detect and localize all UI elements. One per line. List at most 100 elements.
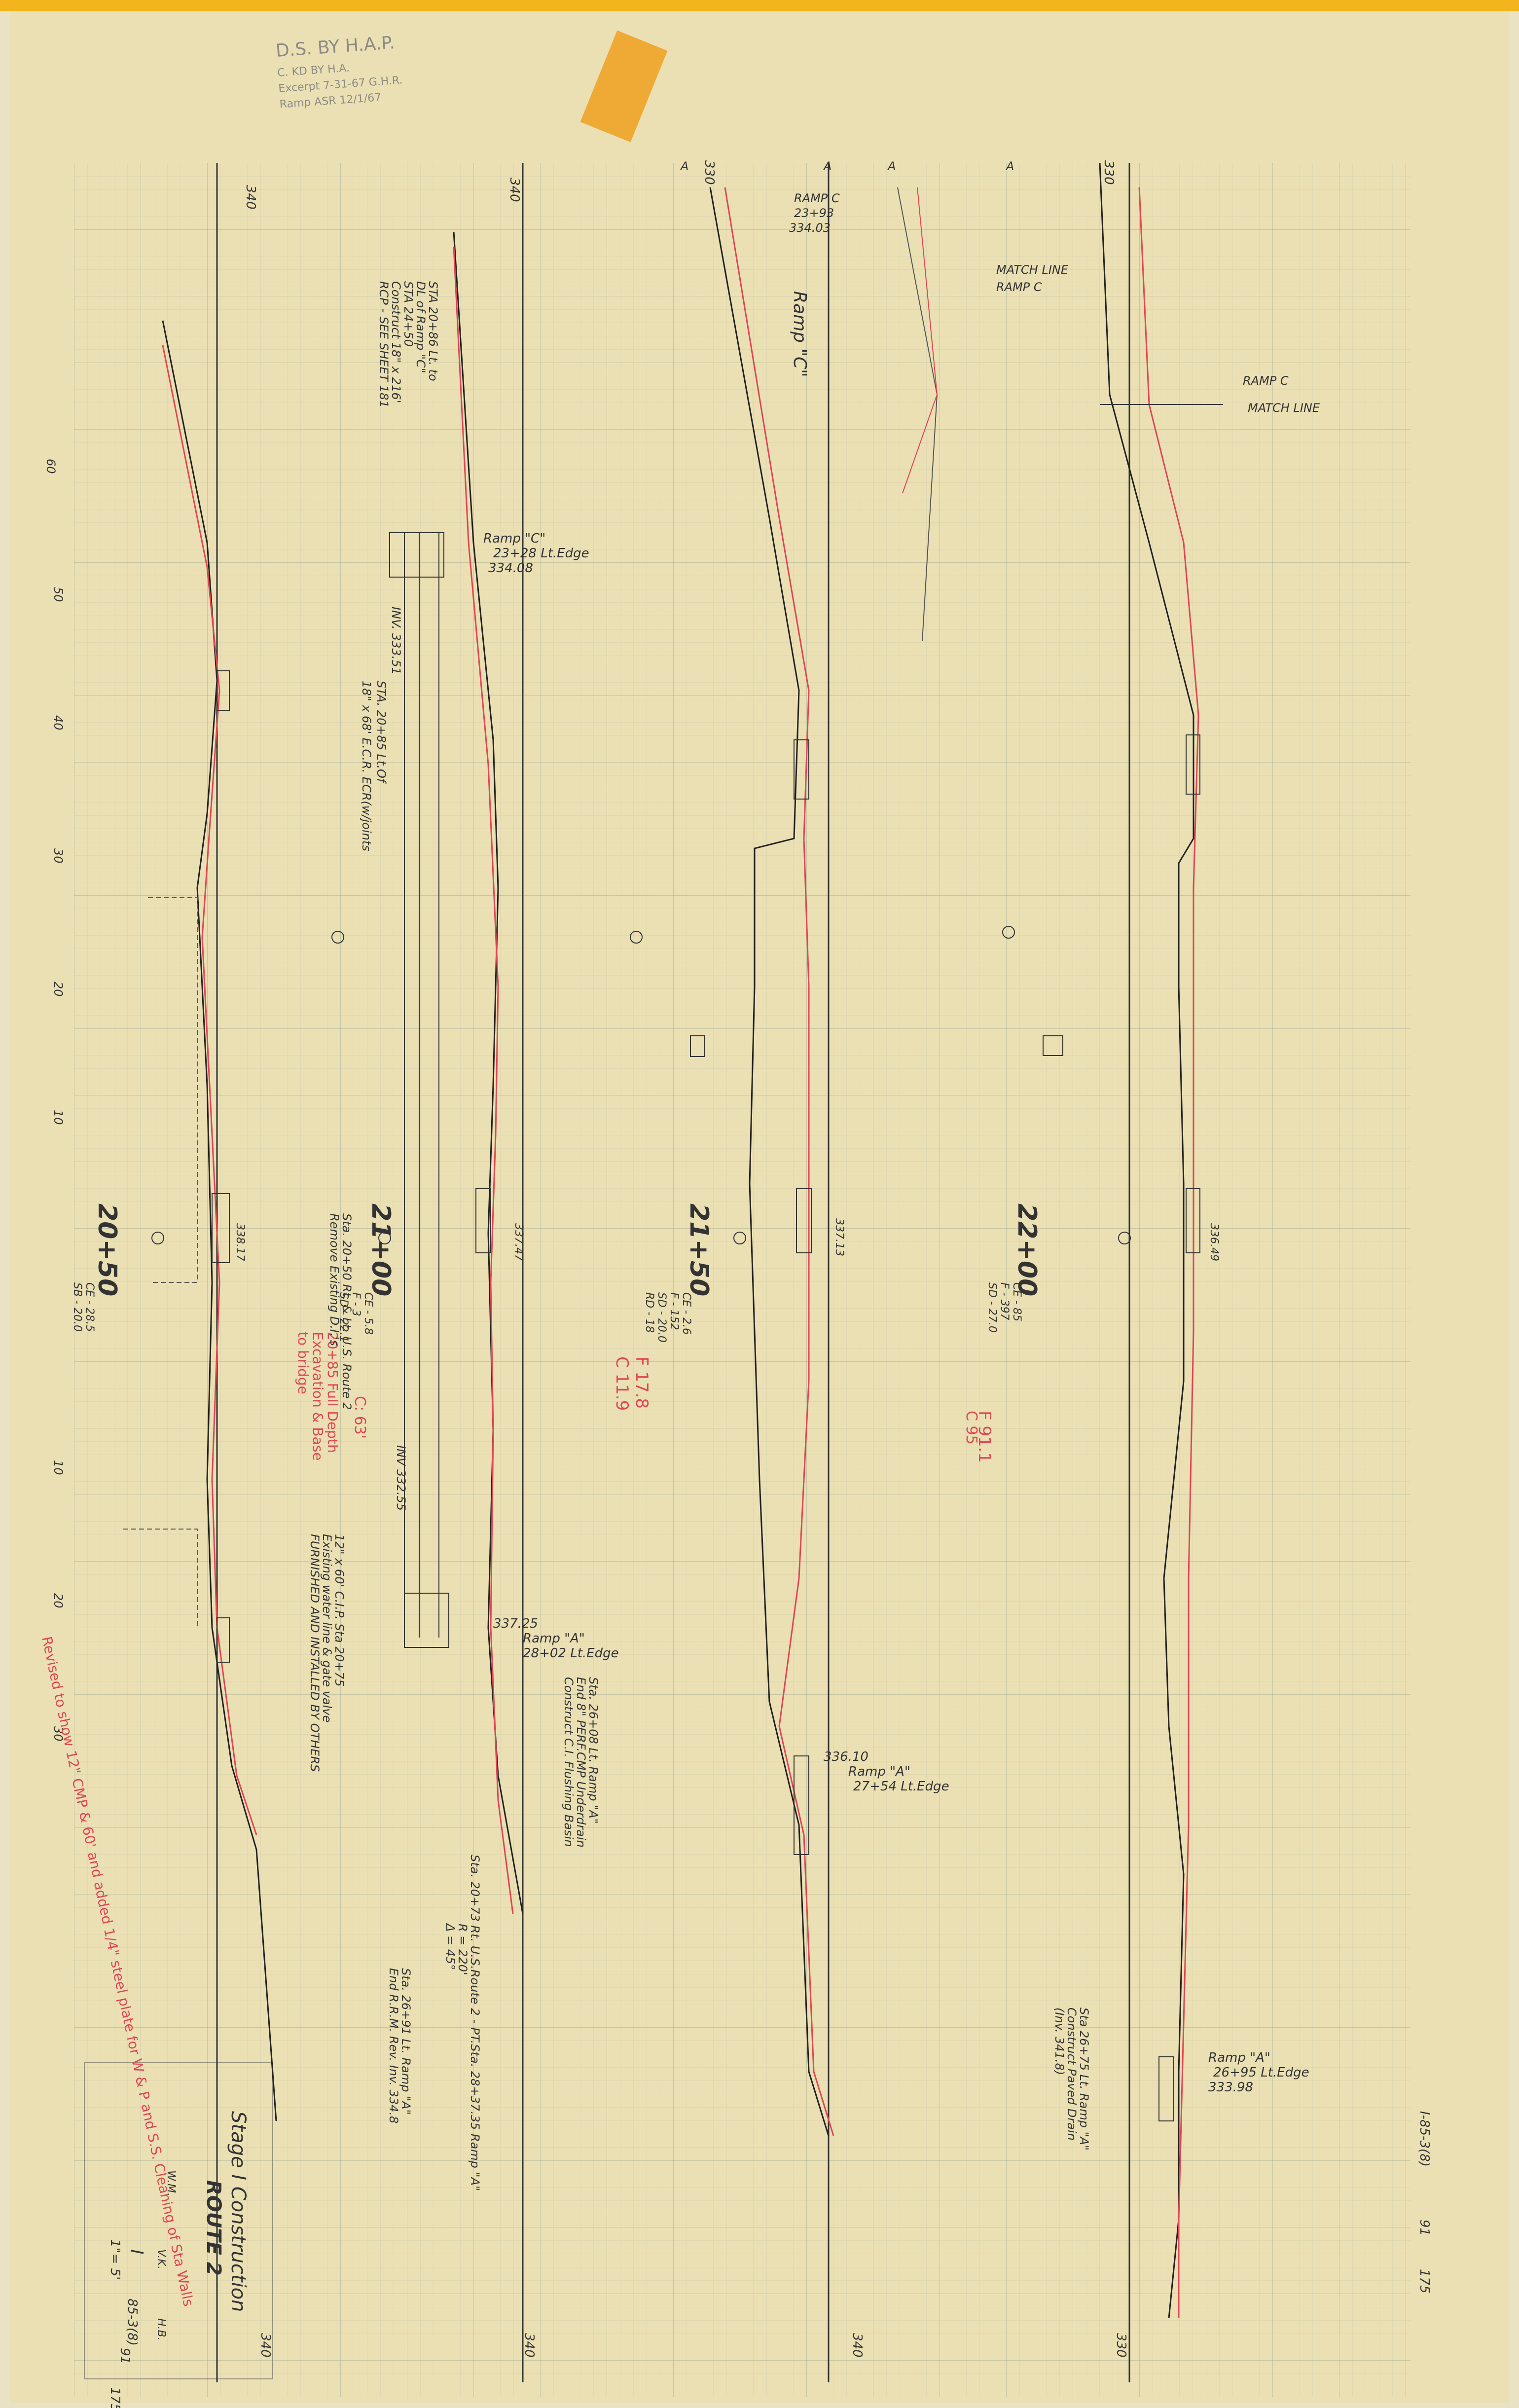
- svg-text:330: 330: [1114, 2333, 1128, 2358]
- svg-text:340: 340: [850, 2333, 865, 2358]
- svg-text:Existing water line & gate val: Existing water line & gate valve: [320, 1534, 334, 1722]
- svg-text:336.10: 336.10: [824, 1750, 868, 1764]
- svg-text:F - 3: F - 3: [350, 1292, 362, 1316]
- svg-text:STA. 20+85 Lt.Of: STA. 20+85 Lt.Of: [374, 681, 388, 784]
- svg-text:Sta. 20+50 Rt. & Lt. U.S. Rout: Sta. 20+50 Rt. & Lt. U.S. Route 2: [340, 1213, 354, 1410]
- svg-text:RAMP C: RAMP C: [1243, 374, 1289, 388]
- svg-text:SD - 27.0: SD - 27.0: [986, 1282, 998, 1333]
- svg-text:FURNISHED AND INSTALLED BY OTH: FURNISHED AND INSTALLED BY OTHERS: [308, 1534, 322, 1772]
- svg-text:50: 50: [51, 587, 65, 602]
- svg-text:60: 60: [44, 459, 58, 474]
- svg-text:Ramp "A": Ramp "A": [1208, 2050, 1270, 2065]
- svg-text:STA 24+50: STA 24+50: [401, 281, 415, 347]
- title-block-text: Stage I Construction ROUTE 2 1"= 5' I 85…: [108, 2111, 250, 2408]
- svg-text:Sta. 26+91 Lt. Ramp "A": Sta. 26+91 Lt. Ramp "A": [399, 1968, 413, 2115]
- svg-text:CE - 85: CE - 85: [1011, 1282, 1023, 1321]
- svg-text:Ramp "C": Ramp "C": [483, 531, 545, 546]
- svg-text:Sta. 20+73 Rt. U.S.Route 2 - P: Sta. 20+73 Rt. U.S.Route 2 - PT.Sta. 28+…: [468, 1855, 482, 2191]
- svg-text:175: 175: [108, 2387, 122, 2408]
- svg-text:Δ = 45°: Δ = 45°: [443, 1923, 457, 1970]
- svg-text:F 91.1: F 91.1: [975, 1411, 994, 1463]
- svg-text:RAMP C: RAMP C: [794, 191, 840, 205]
- panel-1-profile: [123, 320, 277, 2121]
- header-stamp: D.S. BY H.A.P. C. KD BY H.A. Excerpt 7-3…: [275, 33, 403, 111]
- svg-text:Ramp "A": Ramp "A": [848, 1764, 910, 1779]
- svg-text:INV. 333.51: INV. 333.51: [389, 607, 403, 675]
- elevation-labels: 340 340 330 330 340 340 340 330: [243, 160, 1128, 2358]
- graph-grid: [74, 163, 1410, 2397]
- offset-ticks: 60 50 40 30 20 10 10 20 30: [44, 459, 65, 1742]
- svg-text:DL of Ramp "C": DL of Ramp "C": [414, 281, 428, 373]
- svg-text:338.17: 338.17: [234, 1223, 246, 1261]
- panel-3-profile: [630, 187, 938, 2136]
- svg-text:INV 332.55: INV 332.55: [394, 1445, 408, 1511]
- svg-text:RAMP C: RAMP C: [996, 280, 1042, 294]
- svg-text:12" x 60' C.I.P. Sta 20+75: 12" x 60' C.I.P. Sta 20+75: [332, 1534, 346, 1687]
- svg-text:Construct C.I. Flushing Basin: Construct C.I. Flushing Basin: [562, 1677, 576, 1847]
- svg-text:20+85 Full Depth: 20+85 Full Depth: [325, 1332, 341, 1453]
- svg-text:End 8" PERF.CMP Underdrain: End 8" PERF.CMP Underdrain: [574, 1677, 588, 1848]
- svg-text:C 11.9: C 11.9: [612, 1356, 632, 1411]
- svg-text:333.98: 333.98: [1208, 2080, 1253, 2095]
- red-margin-note: Revised to show 12" CMP & 60' and added …: [38, 1635, 197, 2308]
- svg-text:10: 10: [51, 1460, 65, 1475]
- svg-text:330: 330: [1101, 160, 1116, 185]
- svg-text:Stage I Construction: Stage I Construction: [227, 2111, 250, 2312]
- section-marks: A A A A RAMP C 23+93 334.03 MATCH LINE R…: [680, 159, 1320, 415]
- svg-text:340: 340: [522, 2333, 537, 2358]
- svg-text:28+02 Lt.Edge: 28+02 Lt.Edge: [523, 1646, 619, 1661]
- svg-text:CE - 5.8: CE - 5.8: [362, 1292, 374, 1335]
- svg-text:D.S. BY H.A.P.: D.S. BY H.A.P.: [275, 33, 396, 61]
- svg-text:SB - 20.0: SB - 20.0: [71, 1282, 83, 1332]
- station-data: CE - 28.5 SB - 20.0 338.17 CE - 5.8 F - …: [71, 1218, 1220, 1463]
- svg-text:MATCH LINE: MATCH LINE: [1248, 401, 1320, 415]
- svg-text:40: 40: [51, 715, 65, 730]
- svg-text:V.K.: V.K.: [155, 2249, 167, 2269]
- svg-text:337.13: 337.13: [833, 1218, 845, 1256]
- svg-text:334.08: 334.08: [488, 561, 533, 576]
- svg-text:Construct 18" x 216': Construct 18" x 216': [389, 281, 403, 403]
- svg-text:20+50: 20+50: [92, 1204, 122, 1296]
- svg-text:21+00: 21+00: [366, 1204, 396, 1296]
- svg-text:W.M.: W.M.: [165, 2170, 177, 2196]
- svg-text:26+95 Lt.Edge: 26+95 Lt.Edge: [1213, 2065, 1309, 2080]
- right-edge-reference: I-85-3(8) 91 175: [1417, 2111, 1432, 2294]
- svg-text:ROUTE 2: ROUTE 2: [202, 2180, 225, 2276]
- svg-text:336.49: 336.49: [1208, 1223, 1220, 1261]
- svg-text:Revised to show 12" CMP & 60': Revised to show 12" CMP & 60' and added …: [38, 1635, 197, 2308]
- svg-text:22+00: 22+00: [1012, 1204, 1042, 1296]
- svg-text:F 17.8: F 17.8: [632, 1356, 651, 1409]
- svg-text:18" x 68' E.C.R. ECR(w/joints: 18" x 68' E.C.R. ECR(w/joints: [360, 681, 373, 851]
- svg-text:C. KD BY H.A.: C. KD BY H.A.: [277, 62, 350, 79]
- panel-borders: [216, 163, 1130, 2382]
- svg-text:334.03: 334.03: [789, 221, 831, 235]
- svg-text:20: 20: [51, 1593, 65, 1608]
- svg-text:(Inv. 341.8): (Inv. 341.8): [1052, 2007, 1066, 2075]
- svg-text:H.B.: H.B.: [155, 2318, 167, 2341]
- svg-text:21+50: 21+50: [684, 1204, 714, 1296]
- title-block: [84, 2062, 273, 2379]
- svg-text:1"= 5': 1"= 5': [108, 2239, 122, 2280]
- svg-text:23+93: 23+93: [794, 206, 834, 220]
- station-labels: 20+50 21+00 21+50 22+00: [92, 1204, 1042, 1296]
- svg-text:to bridge: to bridge: [295, 1332, 311, 1394]
- svg-text:Ramp "C": Ramp "C": [790, 291, 810, 377]
- svg-text:A: A: [1005, 159, 1014, 173]
- svg-text:175: 175: [1417, 2269, 1432, 2294]
- svg-text:23+28 Lt.Edge: 23+28 Lt.Edge: [493, 546, 589, 561]
- svg-text:STA 20+86 Lt. to: STA 20+86 Lt. to: [426, 281, 440, 381]
- panel-4-profile: [1002, 162, 1223, 2319]
- svg-text:CE - 28.5: CE - 28.5: [83, 1282, 96, 1332]
- svg-text:Construct Paved Drain: Construct Paved Drain: [1065, 2007, 1079, 2141]
- svg-text:330: 330: [702, 160, 717, 185]
- svg-text:A: A: [887, 159, 896, 173]
- svg-text:MATCH LINE: MATCH LINE: [996, 263, 1069, 277]
- svg-text:F - 152: F - 152: [668, 1292, 680, 1330]
- svg-text:RD - 18: RD - 18: [643, 1292, 655, 1333]
- svg-text:340: 340: [243, 185, 258, 210]
- svg-text:20: 20: [51, 982, 65, 997]
- svg-text:91: 91: [1417, 2220, 1432, 2236]
- svg-text:Sta. 26+08 Lt. Ramp "A": Sta. 26+08 Lt. Ramp "A": [586, 1677, 600, 1824]
- svg-text:30: 30: [51, 848, 65, 864]
